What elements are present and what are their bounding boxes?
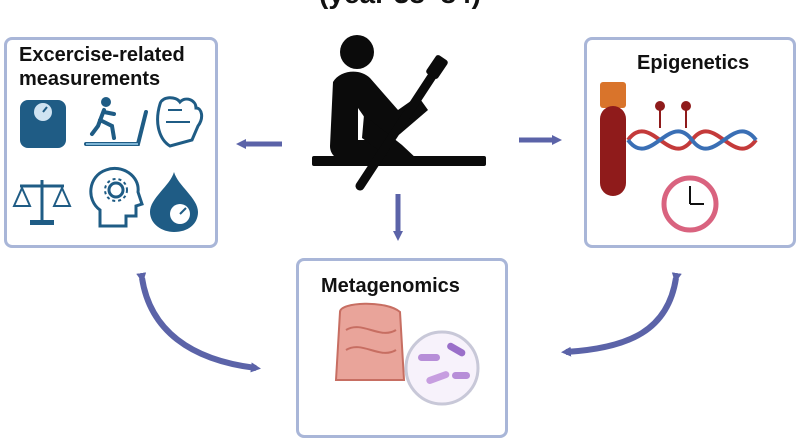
dna-icon [626, 101, 758, 151]
bacteria-icon [404, 330, 480, 406]
diagram-canvas: (year 38–84) Excercise-related measureme… [4, 0, 796, 438]
fist-icon [156, 96, 204, 148]
blood-pressure-icon [150, 172, 198, 232]
treadmill-icon [84, 97, 148, 146]
exercise-panel-title-line1: Excercise-related [19, 44, 185, 66]
rower-icon [312, 35, 486, 191]
blood-tube-icon [600, 82, 626, 196]
scale-icon [20, 100, 66, 148]
exercise-panel-title-line2: measurements [19, 68, 161, 90]
metagenomics-panel-title: Metagenomics [321, 275, 460, 297]
curved-arrow-right [561, 272, 682, 357]
brain-gear-icon [89, 167, 144, 228]
epigenetics-panel-title: Epigenetics [637, 52, 750, 74]
balance-icon [12, 180, 72, 225]
clock-icon [661, 175, 719, 233]
curved-arrow-left [136, 272, 261, 373]
diagram-graphics [12, 35, 758, 406]
intestine-icon [334, 302, 406, 381]
header-title: (year 38–84) [240, 0, 560, 10]
